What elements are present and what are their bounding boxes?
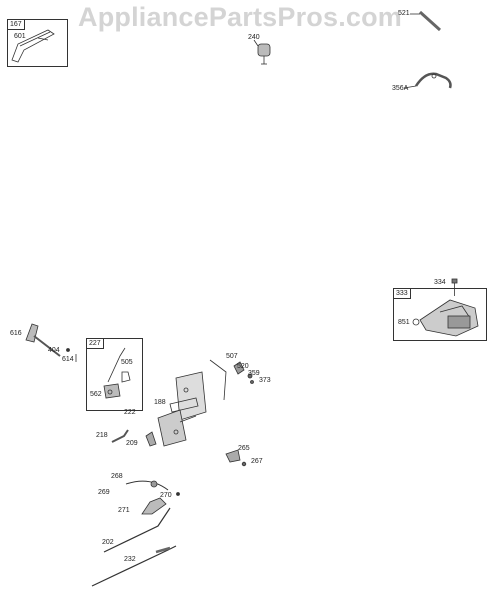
label-209: 209 — [126, 440, 138, 447]
part-209-drawing — [145, 431, 157, 447]
part-202-drawing — [103, 507, 171, 553]
label-271: 271 — [118, 507, 130, 514]
label-373: 373 — [259, 377, 271, 384]
label-562: 562 — [90, 391, 102, 398]
box-333: 333 — [393, 288, 487, 341]
box-167-tag: 167 — [7, 19, 25, 30]
label-507: 507 — [226, 353, 238, 360]
part-507-373-drawing — [233, 361, 254, 384]
label-222: 222 — [124, 409, 136, 416]
label-359: 359 — [248, 370, 260, 377]
label-521: 521 — [398, 10, 410, 17]
box-333-tag: 333 — [393, 288, 411, 299]
label-265: 265 — [238, 445, 250, 452]
box-227: 227 — [86, 338, 143, 411]
part-240-drawing — [253, 39, 271, 65]
label-232: 232 — [124, 556, 136, 563]
part-616-drawing — [25, 323, 61, 357]
label-269: 269 — [98, 489, 110, 496]
label-188: 188 — [154, 399, 166, 406]
label-268: 268 — [111, 473, 123, 480]
label-601: 601 — [14, 33, 26, 40]
part-404-614-drawing — [66, 348, 77, 362]
label-404: 404 — [48, 347, 60, 354]
label-202: 202 — [102, 539, 114, 546]
box-227-tag: 227 — [86, 338, 104, 349]
part-232-drawing — [91, 545, 177, 587]
label-616: 616 — [10, 330, 22, 337]
label-614: 614 — [62, 356, 74, 363]
part-271-drawing — [141, 497, 167, 515]
part-356a-drawing — [403, 72, 452, 89]
label-520: 520 — [237, 363, 249, 370]
label-334: 334 — [434, 279, 446, 286]
label-505: 505 — [121, 359, 133, 366]
part-334-drawing — [451, 278, 458, 296]
label-270: 270 — [160, 492, 172, 499]
box-167: 167 — [7, 19, 68, 67]
part-601-drawing — [11, 29, 55, 63]
part-222-drawing — [157, 359, 227, 447]
part-333-drawing — [412, 299, 479, 337]
watermark-text: AppliancePartsPros.com — [78, 2, 403, 32]
part-268-270-drawing — [125, 480, 180, 496]
part-265-267-drawing — [225, 449, 247, 467]
part-227-drawing — [103, 347, 131, 399]
label-356a: 356A — [392, 85, 409, 92]
label-218: 218 — [96, 432, 108, 439]
label-267: 267 — [251, 458, 263, 465]
part-521-drawing — [410, 10, 442, 32]
part-218-drawing — [111, 429, 129, 443]
label-851: 851 — [398, 319, 410, 326]
label-240: 240 — [248, 34, 260, 41]
